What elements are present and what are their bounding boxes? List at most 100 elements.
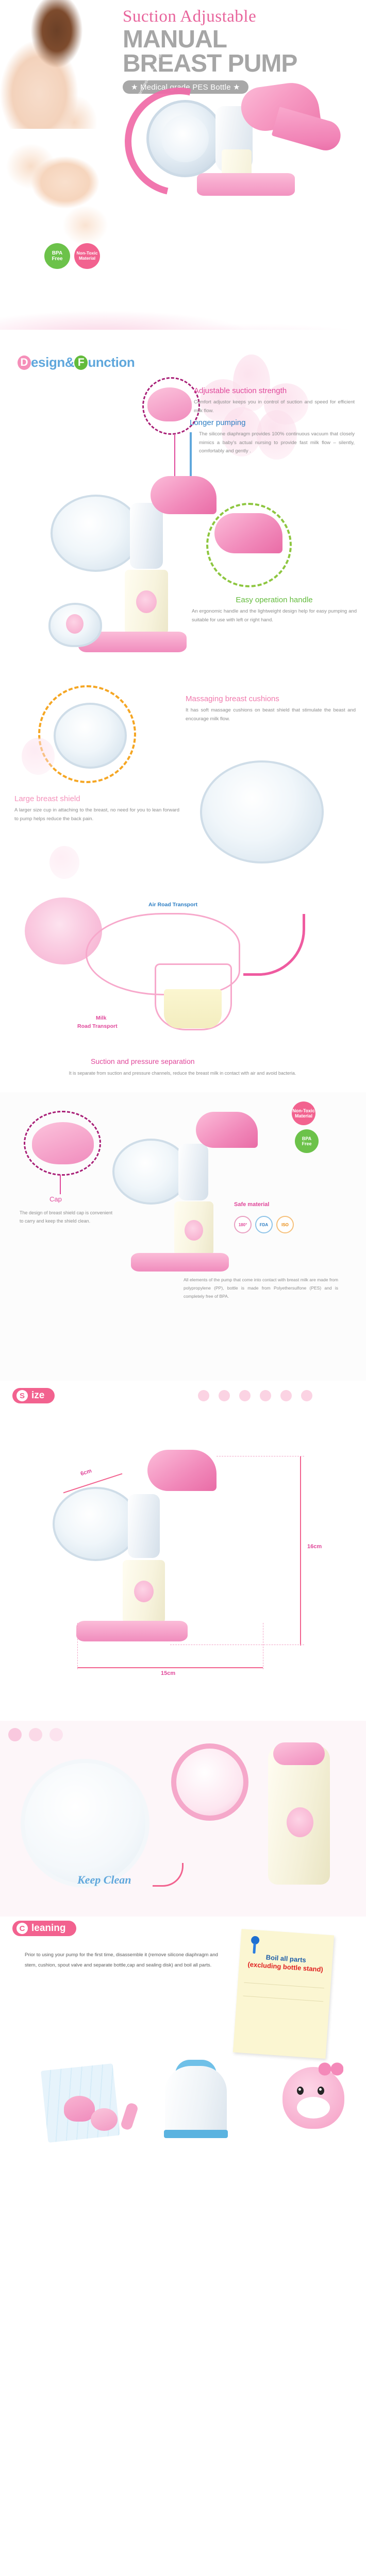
size-section: S ize 6cm 16cm 15cm: [0, 1381, 366, 1721]
product-illustration-main: [47, 474, 217, 690]
feature-body: The silicone diaphragm provides 100% con…: [199, 431, 355, 454]
cert-fda-icon: FDA: [255, 1216, 273, 1233]
cap-top-view: [171, 1743, 248, 1821]
badge-bpa-free: BPA Free: [44, 243, 70, 269]
bottle-mascot-icon: [136, 590, 157, 613]
hero-section: Suction Adjustable MANUAL BREAST PUMP ★ …: [0, 0, 366, 330]
baby-nursing-photo: [0, 129, 119, 263]
badge-nontoxic-line1: Non-Toxic: [76, 250, 98, 256]
label-air-road-transport: Air Road Transport: [148, 902, 198, 908]
sealing-disk-illustration: [21, 1759, 149, 1888]
safe-material-label: Safe material: [234, 1201, 270, 1208]
sterilizer-base: [164, 2130, 228, 2138]
dim-label-height: 16cm: [307, 1544, 322, 1550]
dim-guide-left: [77, 1623, 78, 1669]
badge-nontoxic-line2: Material: [78, 256, 96, 261]
flow-arrow-curve: [243, 914, 305, 976]
cleaning-heading-letter: C: [16, 1923, 28, 1934]
feature-massaging-cushions: Massaging breast cushions It has soft ma…: [186, 694, 356, 723]
cert-iso-icon: ISO: [276, 1216, 294, 1233]
mascot-muzzle: [297, 2097, 330, 2119]
blossom-petal: [222, 407, 262, 456]
callout-ring-cushion: [38, 685, 136, 783]
hero-title-block: Suction Adjustable MANUAL BREAST PUMP ★ …: [123, 7, 360, 94]
badge-line1: Non-Toxic: [292, 1108, 315, 1113]
feature-large-shield: Large breast shield A larger size cup in…: [14, 794, 179, 823]
blossom-petal: [257, 410, 297, 460]
milk-fill: [164, 989, 222, 1028]
feature-body: An ergonomic handle and the lightweight …: [192, 608, 357, 623]
sticky-note: Boil all parts (excluding bottle stand): [232, 1929, 335, 2059]
hero-base: [197, 173, 295, 196]
hero-title-line1: MANUAL: [123, 26, 227, 54]
pushpin-icon: [251, 1936, 260, 1945]
badge-bpa-line1: BPA: [52, 250, 63, 256]
breast-shield: [146, 100, 224, 177]
feature-accent-bar: [190, 432, 192, 482]
separation-title: Suction and pressure separation: [91, 1057, 195, 1065]
pump-handle: [151, 476, 217, 514]
cushion-closeup: [54, 703, 127, 769]
cleaning-section: C leaning Prior to using your pump for t…: [0, 1917, 366, 2159]
blossom-petal: [49, 846, 79, 879]
hero-badges: BPA Free Non-Toxic Material: [44, 243, 100, 269]
suction-adjustor-part: [147, 387, 192, 421]
product-illustration-size: [47, 1437, 264, 1654]
feature-longer-pumping: Longer pumping The silicone diaphragm pr…: [190, 418, 355, 482]
product-illustration-cap-section: [108, 1108, 263, 1278]
pump-handle: [147, 1450, 217, 1491]
hero-pink-wave: [0, 268, 366, 330]
hero-product-image: Closer to nature and more milk, less tim…: [104, 48, 362, 216]
dim-label-width: 15cm: [161, 1670, 176, 1676]
callout-ring-cap: [24, 1111, 101, 1176]
pump-base-stand: [131, 1253, 229, 1272]
feature-title: Large breast shield: [14, 794, 80, 803]
feature-easy-handle: Easy operation handle An ergonomic handl…: [192, 596, 357, 624]
disassembled-stem: [120, 2102, 139, 2131]
dot-decoration: [29, 1728, 42, 1741]
heading-word-unction: unction: [88, 354, 135, 370]
cap-label: Cap: [49, 1195, 62, 1203]
badge-line1: BPA: [302, 1136, 312, 1141]
cleaning-heading: C leaning: [12, 1921, 76, 1936]
badge-bpa-line2: Free: [52, 256, 63, 262]
cap-leader-line: [60, 1175, 61, 1194]
heading-ampersand: &: [64, 354, 75, 370]
badge-line2: Free: [302, 1141, 312, 1146]
cap-description: The design of breast shield cap is conve…: [20, 1210, 113, 1224]
size-heading: S ize: [12, 1388, 55, 1403]
hero-title-line2: BREAST PUMP: [123, 49, 297, 77]
mascot-eye-right: [318, 2087, 324, 2095]
cert-180-icon: 180°: [234, 1216, 252, 1233]
feature-title: Easy operation handle: [236, 596, 313, 604]
bottle-outline-diagram: [155, 963, 232, 1030]
badge-bpa-free: BPA Free: [295, 1129, 319, 1153]
bottle-mascot-icon: [287, 1807, 313, 1837]
cap-safe-material-section: Non-Toxic Material BPA Free Cap The desi…: [0, 1092, 366, 1381]
feature-title: Adjustable suction strength: [194, 386, 287, 395]
breast-shield-inner: [161, 115, 209, 162]
bottle-mascot-icon: [134, 1581, 154, 1602]
heading-word-esign: esign: [31, 354, 65, 370]
feature-body: Comfort adjustor keeps you in control of…: [194, 399, 355, 414]
heading-cap-d: D: [18, 355, 31, 370]
feature-title: Massaging breast cushions: [186, 694, 279, 703]
leader-line-vertical: [174, 435, 175, 483]
feature-body: It has soft massage cushions on beast sh…: [186, 707, 356, 722]
product-infographic-page: Suction Adjustable MANUAL BREAST PUMP ★ …: [0, 0, 366, 2159]
dot-decoration: [301, 1390, 312, 1401]
dot-decoration: [49, 1728, 63, 1741]
size-heading-word: ize: [31, 1390, 45, 1401]
breast-shield: [53, 1487, 139, 1561]
dot-decoration: [219, 1390, 230, 1401]
dot-decoration: [198, 1390, 209, 1401]
safe-material-row: Safe material: [234, 1201, 269, 1208]
disassembled-cap: [64, 2096, 95, 2122]
sterilizer-body: [165, 2066, 227, 2133]
badge-line2: Material: [294, 1113, 312, 1118]
heading-cap-f: F: [74, 355, 88, 370]
bottle-mascot-icon: [185, 1220, 203, 1241]
feature-body: A larger size cup in attaching to the br…: [14, 807, 179, 822]
